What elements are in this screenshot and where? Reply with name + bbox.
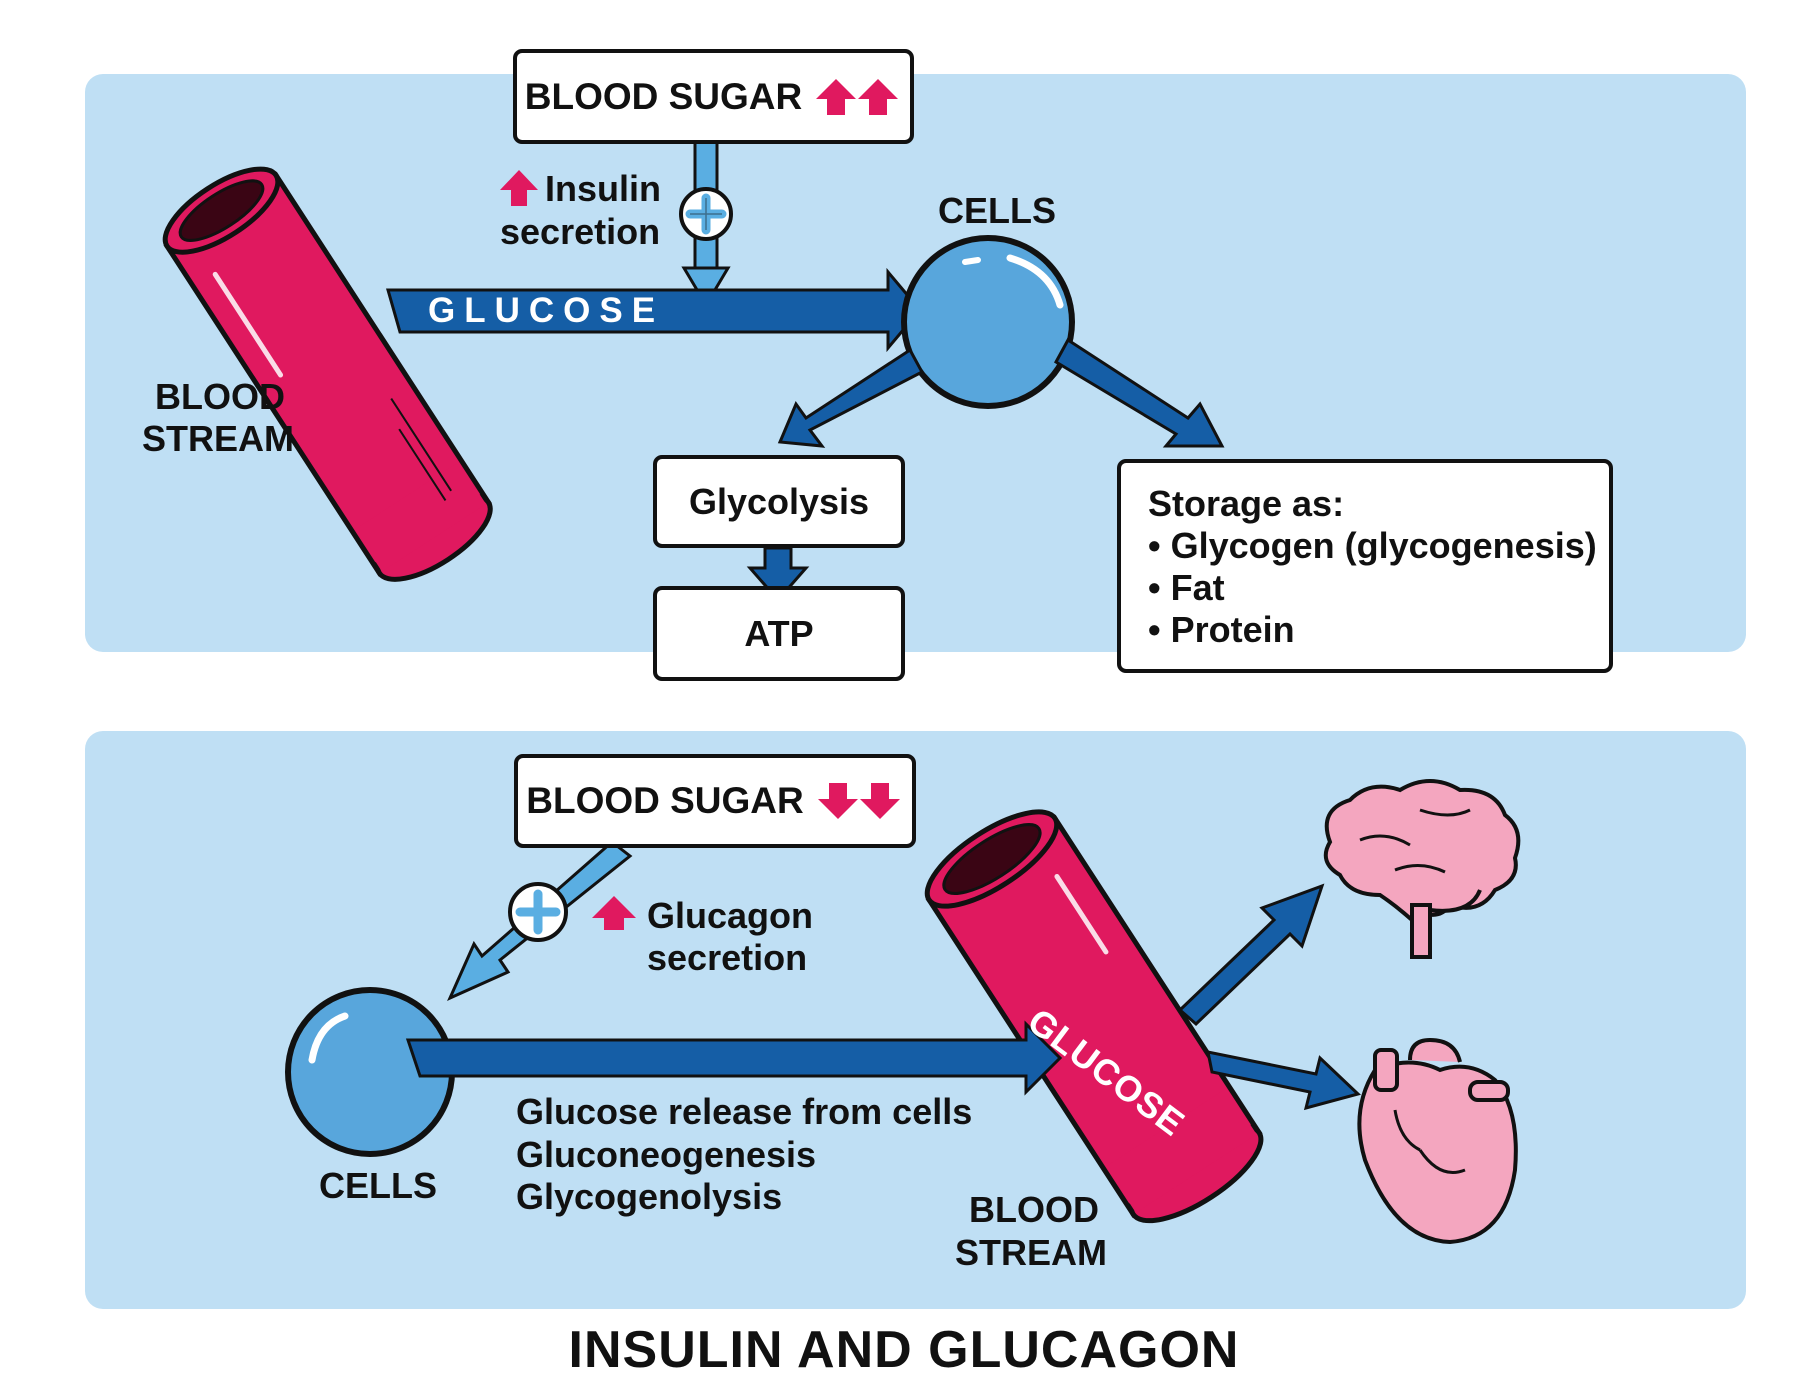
- storage-list: • Glycogen (glycogenesis) • Fat • Protei…: [1148, 525, 1609, 651]
- bloodstream-label-2: STREAM: [142, 418, 294, 459]
- storage-item: • Protein: [1148, 609, 1295, 650]
- arrow-to-brain: [1177, 883, 1325, 1027]
- double-up-arrow-icon: [816, 78, 899, 115]
- secretion-label: secretion: [500, 211, 661, 252]
- plus-circle-icon: [679, 187, 733, 241]
- plus-circle-icon: [508, 882, 568, 942]
- arrow-to-glycolysis: [777, 347, 925, 448]
- insulin-label: Insulin: [545, 168, 661, 209]
- storage-title: Storage as:: [1148, 483, 1345, 524]
- double-down-arrow-icon: [817, 783, 900, 819]
- heart-icon: [1357, 1037, 1518, 1245]
- bloodstream-label-1: BLOOD: [155, 376, 285, 417]
- glucose-label: GLUCOSE: [428, 291, 665, 330]
- secretion-label: secretion: [647, 937, 808, 978]
- glucose-release-arrow: [405, 1020, 1063, 1096]
- page-title: INSULIN AND GLUCAGON: [568, 1321, 1240, 1379]
- brain-icon: [1323, 779, 1521, 959]
- blood-sugar-label: BLOOD SUGAR: [526, 780, 804, 821]
- blood-sugar-high-box: BLOOD SUGAR: [513, 49, 914, 144]
- blood-sugar-label: BLOOD SUGAR: [524, 75, 803, 117]
- storage-box: Storage as: • Glycogen (glycogenesis) • …: [1117, 459, 1613, 673]
- glycolysis-box: Glycolysis: [653, 455, 905, 548]
- process-line: Gluconeogenesis: [516, 1134, 817, 1175]
- storage-item: • Glycogen (glycogenesis): [1148, 525, 1597, 566]
- cell-sphere-icon: [901, 235, 1075, 409]
- bloodstream-label-1: BLOOD: [969, 1189, 1099, 1230]
- atp-box: ATP: [653, 586, 905, 681]
- process-line: Glucose release from cells: [516, 1091, 973, 1132]
- glycolysis-label: Glycolysis: [688, 480, 870, 522]
- arrow-to-atp: [746, 546, 810, 603]
- bloodstream-label-2: STREAM: [955, 1232, 1107, 1273]
- blood-sugar-low-box: BLOOD SUGAR: [514, 754, 916, 848]
- atp-label: ATP: [744, 612, 814, 654]
- increase-arrow-icon: [592, 896, 636, 930]
- storage-item: • Fat: [1148, 567, 1225, 608]
- blood-vessel-icon: [162, 166, 493, 582]
- arrow-to-storage: [1053, 337, 1225, 448]
- glucagon-label: Glucagon: [647, 895, 814, 936]
- process-line: Glycogenolysis: [516, 1176, 783, 1217]
- cells-label: CELLS: [938, 190, 1057, 231]
- arrow-to-heart: [1206, 1050, 1361, 1111]
- cells-label: CELLS: [319, 1165, 438, 1206]
- blood-vessel-icon: [924, 809, 1264, 1224]
- increase-arrow-icon: [500, 170, 538, 206]
